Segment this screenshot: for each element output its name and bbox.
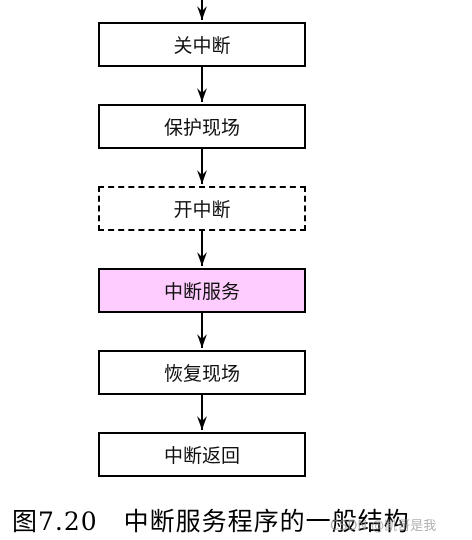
watermark: CSDN @凯哥是我	[330, 519, 437, 534]
step-interrupt-return: 中断返回	[98, 432, 306, 477]
figure-caption: 图7.20 中断服务程序的一般结构	[12, 507, 410, 536]
step-save-context: 保护现场	[98, 104, 306, 149]
step-enable-interrupt: 开中断	[98, 186, 306, 231]
step-interrupt-service: 中断服务	[98, 268, 306, 313]
step-disable-interrupt: 关中断	[98, 22, 306, 67]
step-restore-context: 恢复现场	[98, 350, 306, 395]
